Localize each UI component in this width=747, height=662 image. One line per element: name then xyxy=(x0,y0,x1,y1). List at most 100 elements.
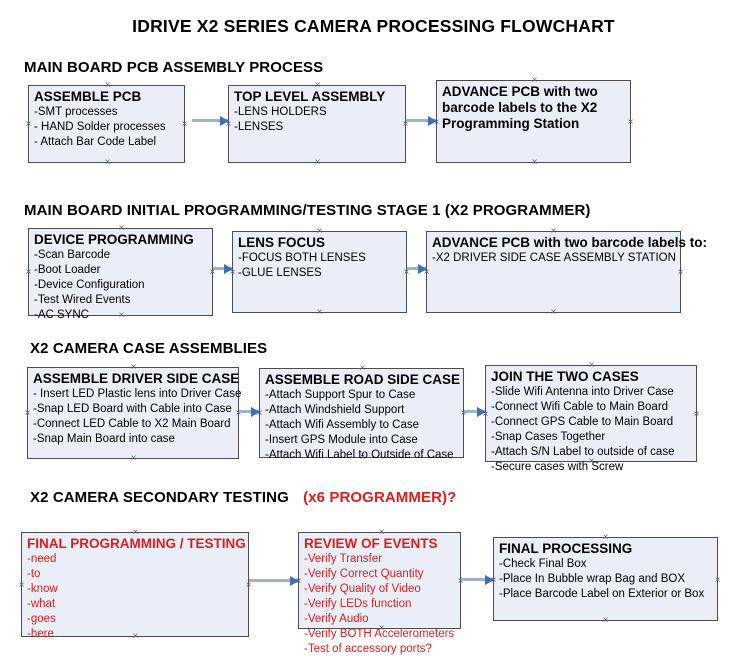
connection-handle-left[interactable] xyxy=(432,118,441,127)
connection-handle-top[interactable] xyxy=(117,224,126,233)
node-final-programming-testing[interactable]: FINAL PROGRAMMING / TESTING -need -to -k… xyxy=(21,532,249,640)
node-advance-pcb-to-programming-station[interactable]: ADVANCE PCB with two barcode labels to t… xyxy=(436,80,631,163)
connection-handle-left[interactable] xyxy=(255,409,264,418)
node-line: -Boot Loader xyxy=(34,264,101,276)
connection-handle-top[interactable] xyxy=(315,227,324,236)
node-line: -what xyxy=(27,598,56,610)
node-advance-pcb-to-driver-side-case[interactable]: ADVANCE PCB with two barcode labels to: … xyxy=(426,231,708,313)
node-line: -Test Wired Events xyxy=(34,294,131,306)
connection-handle-top[interactable] xyxy=(530,76,539,85)
connection-handle-bottom[interactable] xyxy=(315,308,324,317)
section-heading-3-text: X2 CAMERA CASE ASSEMBLIES xyxy=(30,340,268,357)
connection-handle-top[interactable] xyxy=(377,528,386,537)
connection-handle-top[interactable] xyxy=(549,227,558,236)
connection-handle-top[interactable] xyxy=(601,533,610,542)
connection-handle-bottom[interactable] xyxy=(358,453,367,462)
connection-handle-left[interactable] xyxy=(481,410,490,419)
connection-handle-top[interactable] xyxy=(587,361,596,370)
connection-handle-left[interactable] xyxy=(228,268,237,277)
node-line: -to xyxy=(27,568,41,580)
connection-handle-right[interactable] xyxy=(713,576,722,585)
node-line: -need xyxy=(27,553,57,565)
node-assemble-road-side-case[interactable]: ASSEMBLE ROAD SIDE CASE -Attach Support … xyxy=(259,368,464,461)
node-title: DEVICE PROGRAMMING xyxy=(34,232,194,247)
node-line: -Verify Correct Quantity xyxy=(304,568,424,580)
connection-handle-bottom[interactable] xyxy=(377,624,386,633)
node-title: TOP LEVEL ASSEMBLY xyxy=(234,89,386,104)
connection-handle-bottom[interactable] xyxy=(530,158,539,167)
connection-handle-left[interactable] xyxy=(224,120,233,129)
connector-final-programming-to-review xyxy=(249,575,299,586)
node-line: -Connect Wifi Cable to Main Board xyxy=(491,401,669,413)
node-final-processing[interactable]: FINAL PROCESSING -Check Final Box -Place… xyxy=(493,537,718,621)
node-line: -Verify LEDs function xyxy=(304,598,412,610)
connection-handle-left[interactable] xyxy=(294,577,303,586)
node-line: -Attach Windshield Support xyxy=(265,404,405,416)
node-line: -Scan Barcode xyxy=(34,249,111,261)
connection-handle-left[interactable] xyxy=(489,576,498,585)
connection-handle-bottom[interactable] xyxy=(131,632,140,641)
connection-handle-top[interactable] xyxy=(131,528,140,537)
node-line: -Attach Support Spur to Case xyxy=(265,389,416,401)
connection-handle-right[interactable] xyxy=(626,118,635,127)
node-title: ASSEMBLE ROAD SIDE CASE xyxy=(265,372,461,387)
node-line: - Insert LED Plastic lens into Driver Ca… xyxy=(33,388,242,400)
node-device-programming[interactable]: DEVICE PROGRAMMING -Scan Barcode -Boot L… xyxy=(28,228,213,321)
connection-handle-bottom[interactable] xyxy=(601,616,610,625)
connection-handle-left[interactable] xyxy=(24,268,33,277)
node-line: -Verify BOTH Accelerometers xyxy=(304,628,455,640)
node-title: ASSEMBLE DRIVER SIDE CASE xyxy=(33,371,240,386)
node-line: -SMT processes xyxy=(34,106,118,118)
node-join-the-two-cases[interactable]: JOIN THE TWO CASES -Slide Wifi Antenna i… xyxy=(485,365,697,473)
connection-handle-right[interactable] xyxy=(180,120,189,129)
section-heading-4-text: X2 CAMERA SECONDARY TESTING xyxy=(30,489,289,506)
node-assemble-driver-side-case[interactable]: ASSEMBLE DRIVER SIDE CASE - Insert LED P… xyxy=(27,367,242,459)
section-heading-2: MAIN BOARD INITIAL PROGRAMMING/TESTING S… xyxy=(24,202,591,219)
connection-handle-right[interactable] xyxy=(692,410,701,419)
connection-handle-right[interactable] xyxy=(676,268,685,277)
connection-handle-bottom[interactable] xyxy=(129,454,138,463)
node-line: -Verify Audio xyxy=(304,613,369,625)
connection-handle-left[interactable] xyxy=(422,268,431,277)
connector-pcb-to-top-level xyxy=(192,115,229,126)
connection-handle-top[interactable] xyxy=(129,363,138,372)
connection-handle-left[interactable] xyxy=(23,409,32,418)
node-line: -Connect GPS Cable to Main Board xyxy=(491,416,674,428)
node-line: -AC SYNC xyxy=(34,309,89,321)
node-line: -goes xyxy=(27,613,56,625)
connection-handle-top[interactable] xyxy=(358,364,367,373)
node-title: REVIEW OF EVENTS xyxy=(304,536,438,551)
connection-handle-bottom[interactable] xyxy=(313,158,322,167)
node-line: - HAND Solder processes xyxy=(34,121,166,133)
node-line: -know xyxy=(27,583,58,595)
node-line: -Connect LED Cable to X2 Main Board xyxy=(33,418,231,430)
node-assemble-pcb[interactable]: ASSEMBLE PCB -SMT processes - HAND Solde… xyxy=(28,85,185,163)
node-lens-focus[interactable]: LENS FOCUS -FOCUS BOTH LENSES -GLUE LENS… xyxy=(232,231,407,313)
connection-handle-bottom[interactable] xyxy=(587,457,596,466)
connection-handle-left[interactable] xyxy=(17,581,26,590)
section-heading-3: X2 CAMERA CASE ASSEMBLIES xyxy=(30,340,267,357)
connection-handle-right[interactable] xyxy=(244,581,253,590)
connection-handle-top[interactable] xyxy=(103,81,112,90)
node-line: -Verify Transfer xyxy=(304,553,382,565)
node-line: -FOCUS BOTH LENSES xyxy=(238,252,366,264)
connection-handle-bottom[interactable] xyxy=(117,311,126,320)
page-title: IDRIVE X2 SERIES CAMERA PROCESSING FLOWC… xyxy=(132,16,615,36)
connection-handle-top[interactable] xyxy=(313,81,322,90)
connection-handle-bottom[interactable] xyxy=(103,158,112,167)
connection-handle-bottom[interactable] xyxy=(549,308,558,317)
section-heading-4: X2 CAMERA SECONDARY TESTING (x6 PROGRAMM… xyxy=(30,489,456,506)
node-line: -Check Final Box xyxy=(499,558,587,570)
node-line: -GLUE LENSES xyxy=(238,267,322,279)
node-title: ADVANCE PCB with two barcode labels to t… xyxy=(442,84,598,131)
node-top-level-assembly[interactable]: TOP LEVEL ASSEMBLY -LENS HOLDERS -LENSES xyxy=(228,85,406,163)
node-line-overflow: -Test of accessory ports? xyxy=(304,643,432,655)
node-title: ADVANCE PCB with two barcode labels to: xyxy=(432,235,708,250)
node-line: -X2 DRIVER SIDE CASE ASSEMBLY STATION xyxy=(432,252,676,264)
node-review-of-events[interactable]: REVIEW OF EVENTS -Verify Transfer -Verif… xyxy=(298,532,461,655)
connection-handle-left[interactable] xyxy=(24,120,33,129)
node-line: - Attach Bar Code Label xyxy=(34,136,157,148)
section-heading-1-text: MAIN BOARD PCB ASSEMBLY PROCESS xyxy=(24,59,324,76)
node-title: LENS FOCUS xyxy=(238,235,326,250)
